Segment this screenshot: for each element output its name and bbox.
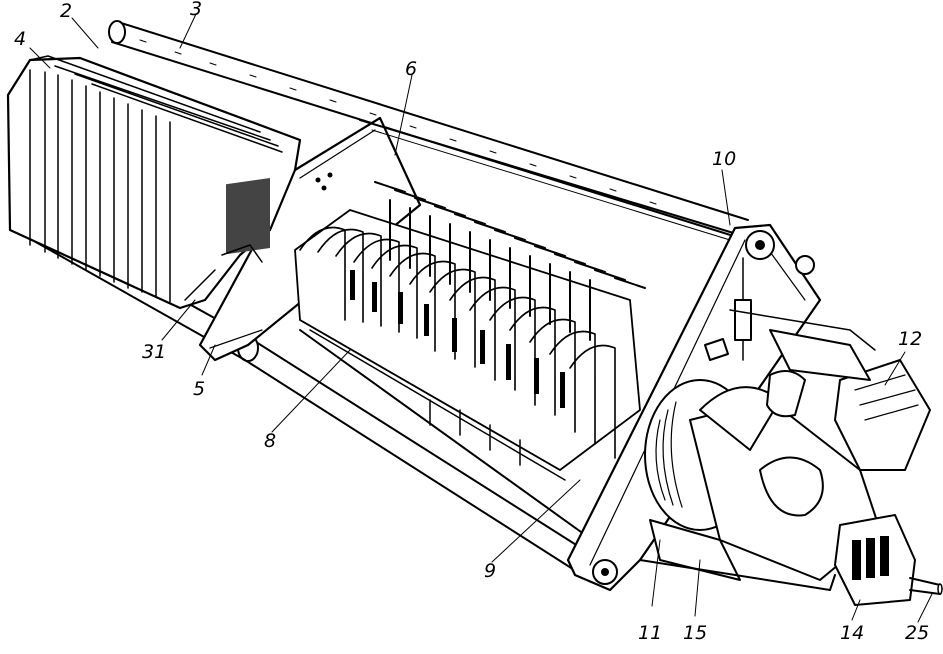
label-12: 12 (898, 328, 923, 350)
label-9: 9 (484, 560, 497, 582)
label-8: 8 (264, 430, 277, 452)
label-15: 15 (683, 622, 708, 644)
label-14: 14 (840, 622, 865, 644)
label-10: 10 (712, 148, 737, 170)
label-4: 4 (14, 28, 27, 50)
label-2: 2 (60, 0, 73, 22)
label-11: 11 (638, 622, 663, 644)
terminal-block (834, 514, 943, 606)
label-6: 6 (405, 58, 418, 80)
label-25: 25 (905, 622, 930, 644)
arc-chute-block (6, 55, 302, 310)
drive-mechanism (639, 257, 931, 591)
label-5: 5 (193, 378, 206, 400)
label-31: 31 (142, 341, 167, 363)
contact-assembly (294, 181, 646, 481)
label-3: 3 (190, 0, 203, 20)
upper-rod (108, 20, 749, 239)
leader-lines (29, 13, 933, 623)
